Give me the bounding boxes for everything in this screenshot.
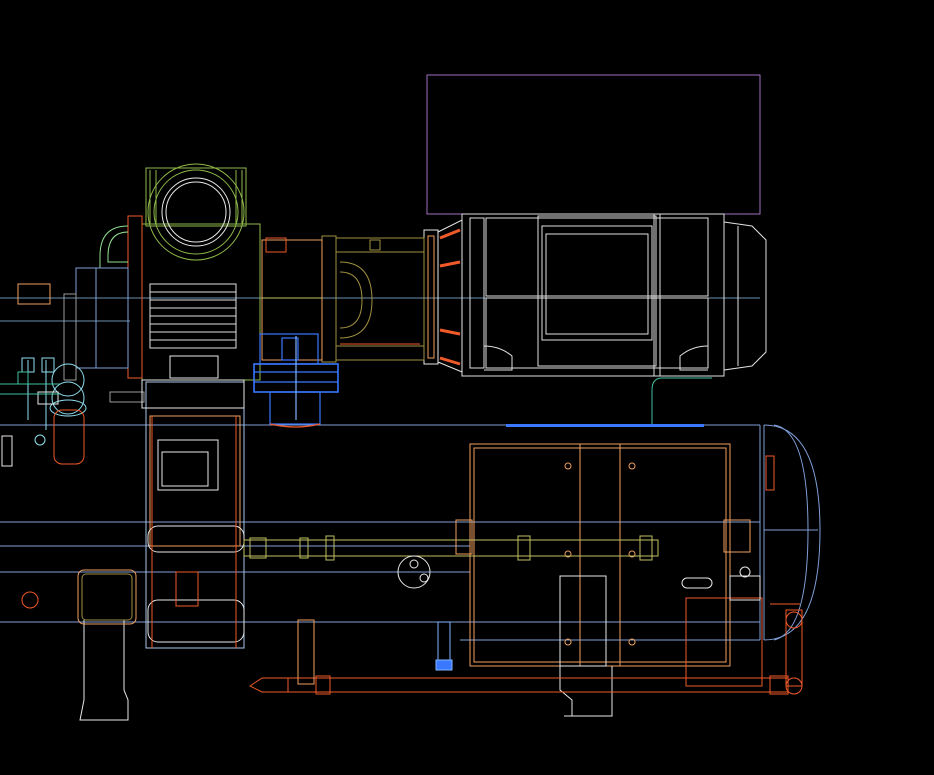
right-valve-assembly xyxy=(681,519,763,687)
receiver-vessel xyxy=(460,424,821,641)
discharge-pipe xyxy=(249,603,803,695)
screw-compressor xyxy=(99,163,261,381)
level-gauge xyxy=(435,621,453,671)
cabinet-top-rail xyxy=(506,424,704,427)
suction-pipe xyxy=(243,519,659,589)
cable-conduit xyxy=(651,377,712,424)
left-support xyxy=(21,569,137,721)
oil-separator xyxy=(141,379,245,649)
oil-filter xyxy=(253,333,339,428)
cabinet-base xyxy=(559,666,613,717)
electric-motor xyxy=(461,213,767,377)
left-piping xyxy=(0,267,145,467)
control-cabinet xyxy=(469,443,731,667)
